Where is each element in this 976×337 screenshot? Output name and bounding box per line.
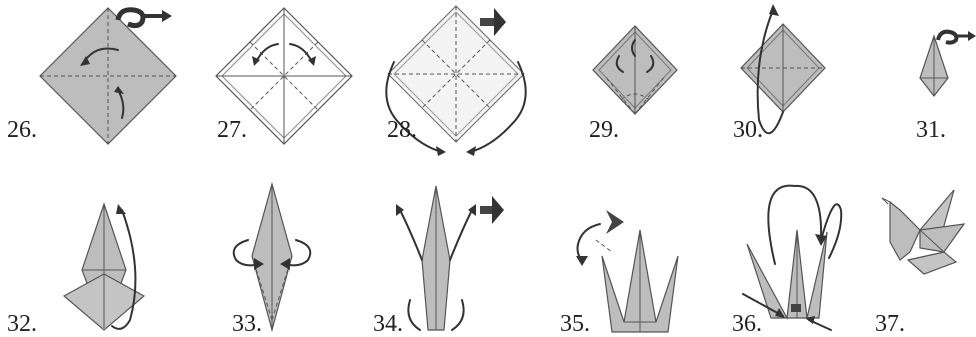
- preliminary-base-diagram: [585, 0, 695, 170]
- square-turn-over-diagram: [0, 0, 170, 170]
- step-30: 30.: [733, 0, 843, 170]
- step-number: 37.: [875, 312, 905, 336]
- step-36: 36.: [725, 170, 855, 334]
- bird-base-fold-diagram: [0, 170, 170, 334]
- step-number: 31.: [916, 118, 946, 142]
- step-number: 33.: [232, 312, 262, 336]
- narrow-flaps-diagram: [220, 170, 380, 334]
- step-number: 36.: [732, 312, 762, 336]
- step-26: 26.: [0, 0, 170, 170]
- step-number: 34.: [373, 312, 403, 336]
- step-31: 31.: [896, 0, 976, 170]
- step-number: 28.: [387, 118, 417, 142]
- step-number: 26.: [7, 118, 37, 142]
- step-32: 32.: [0, 170, 170, 334]
- step-number: 27.: [217, 118, 247, 142]
- step-number: 29.: [589, 118, 619, 142]
- step-number: 35.: [560, 312, 590, 336]
- step-35: 35.: [560, 170, 700, 334]
- step-33: 33.: [220, 170, 380, 334]
- step-number: 30.: [733, 118, 763, 142]
- kite-turn-over-diagram: [896, 0, 976, 170]
- step-29: 29.: [585, 0, 695, 170]
- head-reverse-fold-diagram: [560, 170, 700, 334]
- collapse-square-diagram: [380, 0, 540, 170]
- step-number: 32.: [7, 312, 37, 336]
- inside-reverse-fold-diagram: [370, 170, 540, 334]
- step-34: 34.: [370, 170, 540, 334]
- finished-crane-diagram: [860, 170, 976, 334]
- step-28: 28.: [380, 0, 540, 170]
- spread-wings-diagram: [725, 170, 855, 334]
- step-27: 27.: [210, 0, 380, 170]
- step-37: 37.: [860, 170, 976, 334]
- petal-fold-diagram: [733, 0, 843, 170]
- creased-square-diagram: [210, 0, 380, 170]
